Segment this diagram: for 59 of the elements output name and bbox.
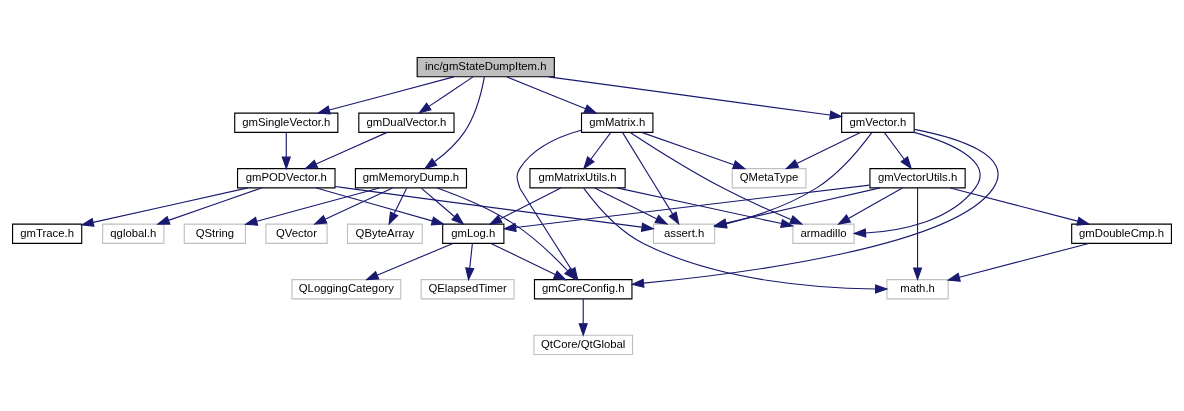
arrow — [630, 128, 999, 288]
arrow — [583, 187, 889, 294]
arrow — [502, 184, 871, 232]
arrow — [785, 131, 861, 169]
node-box: armadillo — [792, 223, 855, 244]
node-box: QLoggingCategory — [291, 278, 402, 299]
arrow — [578, 298, 588, 337]
arrow — [852, 131, 981, 238]
arrow — [417, 75, 474, 114]
arrow — [316, 75, 455, 115]
node-box: QMetaType — [731, 167, 807, 188]
node-box: gmMemoryDump.h — [354, 167, 468, 188]
arrow — [334, 185, 655, 232]
arrow — [629, 131, 804, 225]
node-box: inc/gmStateDumpItem.h — [416, 56, 555, 77]
arrow — [313, 186, 394, 225]
node-box: gmVectorUtils.h — [869, 167, 966, 188]
node-box: gmVector.h — [841, 112, 915, 133]
arrow — [883, 131, 913, 170]
node-box: assert.h — [652, 223, 716, 244]
node-box: gmCoreConfig.h — [533, 278, 633, 299]
node-box: gmDoubleCmp.h — [1071, 223, 1172, 244]
arrow — [488, 186, 562, 225]
arrow — [244, 186, 380, 226]
arrow — [582, 131, 612, 170]
arrow — [365, 242, 454, 280]
arrow — [303, 131, 388, 169]
node-box: gmMatrix.h — [580, 112, 654, 133]
node-box: QByteArray — [346, 223, 423, 244]
node-box: gmTrace.h — [12, 223, 83, 244]
arrow — [548, 75, 844, 120]
node-box: QtCore/QtGlobal — [533, 334, 634, 355]
arrow — [423, 75, 485, 169]
arrow — [506, 75, 598, 114]
node-box: QElapsedTimer — [420, 278, 515, 299]
node-box: qglobal.h — [102, 223, 165, 244]
arrow — [490, 242, 568, 280]
node-box: gmLog.h — [442, 223, 505, 244]
arrow — [912, 186, 923, 281]
node-box: QVector — [265, 223, 328, 244]
node-box: gmDualVector.h — [358, 112, 455, 133]
node-box: gmSingleVector.h — [234, 112, 339, 133]
arrow — [949, 186, 1091, 226]
arrow — [315, 186, 445, 225]
node-box: QString — [183, 223, 247, 244]
node-box: gmMatrixUtils.h — [529, 167, 626, 188]
node-box: gmPODVector.h — [237, 167, 336, 188]
arrow — [388, 187, 408, 226]
arrow — [946, 242, 1090, 282]
arrow — [594, 186, 669, 225]
arrow — [156, 186, 263, 225]
arrow — [621, 131, 680, 225]
arrow — [837, 186, 903, 225]
arrow — [281, 131, 292, 170]
node-box: math.h — [886, 278, 949, 299]
arrow — [80, 186, 249, 227]
arrow — [420, 187, 465, 225]
arrow — [465, 242, 475, 281]
arrow — [641, 131, 747, 169]
